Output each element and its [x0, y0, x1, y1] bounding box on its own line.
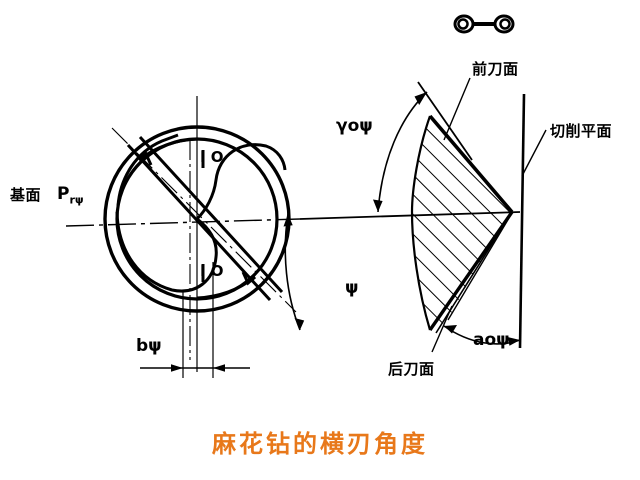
rake-angle-label: γoψ — [336, 116, 373, 136]
psi-angle-label: ψ — [345, 278, 359, 298]
chisel-section-view — [410, 77, 547, 353]
drill-cross-section-view — [103, 96, 297, 378]
rake-face-leader — [443, 77, 471, 141]
clearance-angle-label: aoψ — [473, 330, 510, 350]
flank-face-label: 后刀面 — [388, 360, 435, 378]
flank-sliver-line-2 — [447, 212, 513, 321]
gamma-angle-arc — [373, 91, 428, 213]
dumbbell-icon — [453, 14, 515, 34]
section-mark-bottom: I O — [200, 262, 224, 280]
section-hatching — [412, 116, 512, 330]
web-thickness-label: bψ — [136, 336, 162, 356]
flute-upper-left — [116, 133, 179, 207]
psi-angle-arc — [283, 213, 305, 331]
rake-reference-line — [417, 81, 473, 161]
drill-web-right-lobe — [195, 143, 287, 221]
flank-face-leader — [431, 305, 453, 353]
rake-face-edge — [428, 114, 514, 214]
rake-face-label: 前刀面 — [472, 60, 519, 78]
chisel-edge-axis — [111, 127, 297, 313]
base-plane-symbol-main: P — [57, 184, 70, 204]
section-left-boundary — [410, 115, 432, 331]
cutting-plane-leader — [521, 129, 547, 177]
base-plane-symbol: Prψ — [57, 184, 84, 207]
section-mark-top: I O — [200, 148, 224, 166]
web-thickness-dimension — [140, 262, 250, 378]
cutting-plane-line — [518, 93, 526, 349]
flank-face-edge — [428, 211, 514, 331]
cutting-plane-label: 切削平面 — [550, 122, 613, 140]
page-title: 麻花钻的横刃角度 — [212, 430, 428, 458]
alpha-angle-arc — [443, 325, 521, 346]
base-plane-symbol-sub: rψ — [69, 193, 84, 207]
base-plane-label: 基面 — [10, 186, 42, 204]
